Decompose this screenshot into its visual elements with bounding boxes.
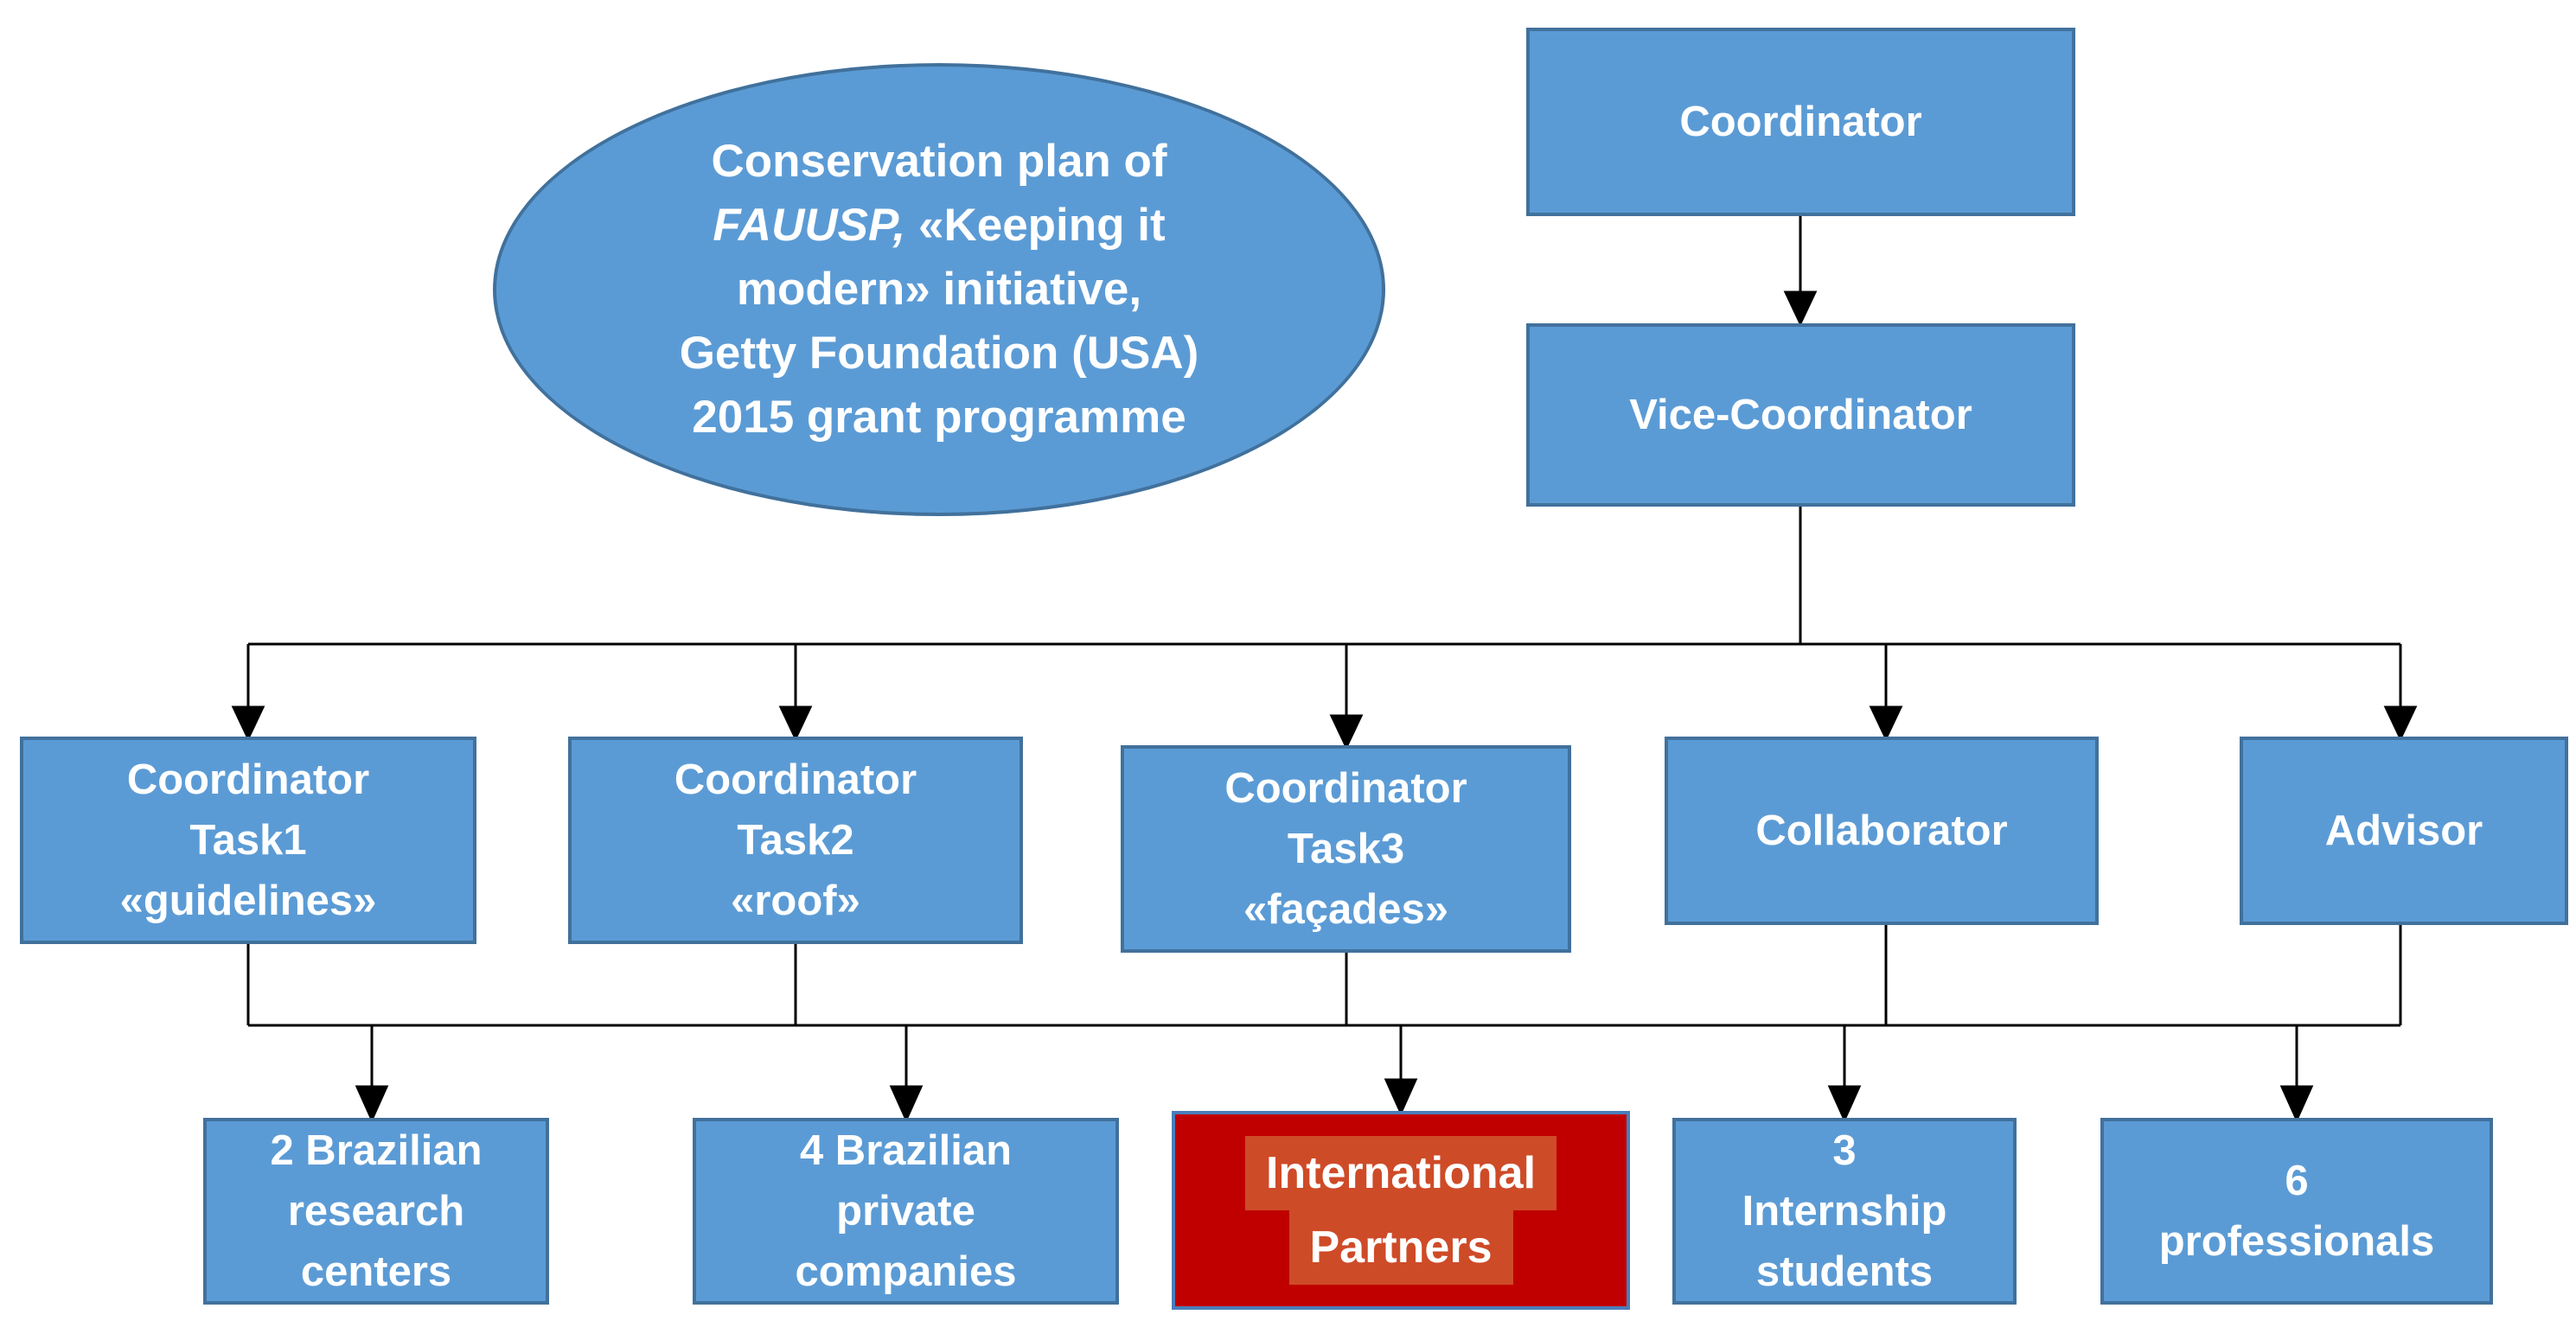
label-line: Coordinator bbox=[1679, 99, 1922, 145]
label-line: 3 bbox=[1832, 1127, 1857, 1174]
node-vice-coordinator-label: Vice-Coordinator bbox=[1530, 385, 2072, 445]
node-brazilian-private-companies: 4 Brazilian private companies bbox=[693, 1118, 1119, 1305]
node-internship-students: 3 Internship students bbox=[1672, 1118, 2017, 1305]
node-vice-coordinator: Vice-Coordinator bbox=[1526, 323, 2075, 507]
node-brazilian-research-centers: 2 Brazilian research centers bbox=[203, 1118, 549, 1305]
label-line: «Keeping it bbox=[917, 200, 1166, 251]
label-line: Collaborator bbox=[1755, 807, 2008, 854]
arrowhead-icon bbox=[231, 705, 265, 742]
label-line: research bbox=[287, 1188, 465, 1235]
node-professionals-label: 6 professionals bbox=[2104, 1151, 2490, 1272]
node-collaborator-label: Collaborator bbox=[1668, 801, 2095, 861]
label-line: 4 Brazilian bbox=[799, 1127, 1013, 1174]
label-line: students bbox=[1755, 1248, 1934, 1295]
label-line: Advisor bbox=[2324, 807, 2483, 854]
label-line: Coordinator bbox=[126, 756, 370, 803]
label-line: Getty Foundation (USA) bbox=[679, 328, 1199, 379]
node-research-centers-label: 2 Brazilian research centers bbox=[207, 1120, 546, 1302]
arrowhead-icon bbox=[778, 705, 813, 742]
node-advisor: Advisor bbox=[2240, 737, 2568, 925]
node-international-partners: International Partners bbox=[1172, 1111, 1630, 1310]
node-private-companies-label: 4 Brazilian private companies bbox=[696, 1120, 1115, 1302]
label-line: Vice-Coordinator bbox=[1629, 392, 1972, 438]
node-task1-coordinator: Coordinator Task1 «guidelines» bbox=[20, 737, 476, 944]
label-line: Task1 bbox=[189, 817, 307, 864]
label-line: «guidelines» bbox=[119, 877, 377, 924]
node-task2-coordinator: Coordinator Task2 «roof» bbox=[568, 737, 1023, 944]
label-line: «façades» bbox=[1243, 886, 1448, 933]
arrowhead-icon bbox=[355, 1085, 389, 1123]
label-line: Internship bbox=[1742, 1188, 1947, 1235]
label-line: 6 bbox=[2285, 1158, 2309, 1204]
label-line: Coordinator bbox=[1224, 765, 1467, 812]
arrowhead-icon bbox=[2279, 1085, 2314, 1123]
label-line: Task3 bbox=[1287, 826, 1405, 872]
label-line: modern» initiative, bbox=[736, 264, 1142, 315]
grant-programme-label: Conservation plan of FAUUSP, «Keeping it… bbox=[559, 130, 1320, 450]
arrowhead-icon bbox=[889, 1085, 924, 1123]
node-international-partners-label: International Partners bbox=[1175, 1136, 1627, 1285]
connector-tree bbox=[231, 216, 2418, 1123]
node-task3-coordinator: Coordinator Task3 «façades» bbox=[1121, 745, 1571, 953]
arrowhead-icon bbox=[1329, 714, 1364, 750]
label-line: professionals bbox=[2158, 1218, 2435, 1265]
node-task1-label: Coordinator Task1 «guidelines» bbox=[23, 750, 473, 931]
node-internship-students-label: 3 Internship students bbox=[1676, 1120, 2013, 1302]
label-line: Partners bbox=[1288, 1210, 1513, 1285]
node-coordinator-label: Coordinator bbox=[1530, 92, 2072, 152]
label-line: Conservation plan of bbox=[711, 136, 1167, 187]
label-line: companies bbox=[795, 1248, 1017, 1295]
arrowhead-icon bbox=[1783, 290, 1818, 327]
label-line: Coordinator bbox=[674, 756, 917, 803]
label-line: FAUUSP, bbox=[713, 200, 918, 251]
label-line: Task2 bbox=[737, 817, 854, 864]
arrowhead-icon bbox=[1384, 1078, 1418, 1116]
node-collaborator: Collaborator bbox=[1665, 737, 2099, 925]
label-line: «roof» bbox=[731, 877, 860, 924]
node-task3-label: Coordinator Task3 «façades» bbox=[1124, 758, 1568, 940]
arrowhead-icon bbox=[1869, 705, 1903, 742]
label-line: 2015 grant programme bbox=[692, 392, 1186, 443]
node-task2-label: Coordinator Task2 «roof» bbox=[572, 750, 1020, 931]
node-professionals: 6 professionals bbox=[2100, 1118, 2493, 1305]
label-line: private bbox=[836, 1188, 975, 1235]
node-coordinator: Coordinator bbox=[1526, 28, 2075, 216]
label-line: International bbox=[1244, 1136, 1557, 1210]
label-line: centers bbox=[300, 1248, 452, 1295]
grant-programme-ellipse: Conservation plan of FAUUSP, «Keeping it… bbox=[493, 63, 1385, 516]
label-line: 2 Brazilian bbox=[270, 1127, 483, 1174]
node-advisor-label: Advisor bbox=[2243, 801, 2565, 861]
arrowhead-icon bbox=[1827, 1085, 1862, 1123]
arrowhead-icon bbox=[2383, 705, 2418, 742]
